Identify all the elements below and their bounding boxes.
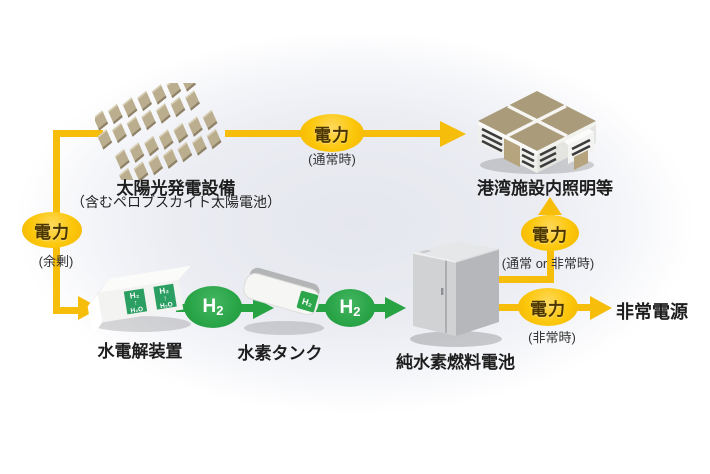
line-fuelcell-to-emergency: [488, 304, 533, 311]
hydrogen-tank-icon: H₂: [243, 267, 324, 335]
electrolyzer-label: 水電解装置: [97, 342, 183, 361]
electrolyzer-panel-h2: H₂: [129, 290, 140, 300]
building-label: 港湾施設内照明等: [477, 179, 613, 198]
fuelcell-label: 純水素燃料電池: [396, 353, 515, 372]
h2-label: H2: [339, 297, 361, 319]
arrowhead-up-to-building-icon: [538, 197, 562, 215]
h2-oval-electrolyzer-to-tank: H2: [184, 286, 242, 328]
power-oval-to-building-label: 電力: [532, 225, 568, 245]
solar-sublabel: （含むペロブスカイト太陽電池）: [71, 194, 281, 210]
tank-label: 水素タンク: [237, 344, 323, 363]
line-after-emergency-oval: [574, 304, 591, 311]
note-emergency-time: (非常時): [528, 330, 576, 345]
power-oval-to-building: 電力: [521, 215, 579, 251]
arrowhead-into-building-icon: [440, 121, 466, 147]
h2-oval-tank-to-fuelcell: H2: [325, 289, 375, 327]
electrolyzer-panel-h2o: H₂O: [130, 306, 144, 315]
electrolyzer-panel2-h2o: H₂O: [160, 301, 174, 310]
line-left-bottom: [53, 307, 79, 314]
note-normal-time: (通常時): [308, 152, 356, 167]
note-normal-or-emergency: (通常 or 非常時): [501, 256, 595, 271]
electrolyzer-icon: H₂ ↑ H₂O H₂ ↑ H₂O: [87, 265, 191, 337]
line-solar-to-left: [53, 130, 103, 137]
h2-label: H2: [202, 296, 224, 318]
arrowhead-into-fuelcell-icon: [385, 297, 406, 319]
electrolyzer-panel-arrow-icon: ↑: [134, 300, 139, 307]
solar-label: 太陽光発電設備: [116, 179, 236, 198]
electrolyzer-panel2-arrow-icon: ↑: [163, 295, 168, 302]
power-oval-emergency: 電力: [518, 288, 578, 326]
power-oval-normal: 電力: [300, 114, 364, 152]
arrowhead-into-emergency-icon: [590, 296, 612, 320]
emergency-power-label: 非常電源: [616, 302, 688, 322]
power-oval-emergency-label: 電力: [530, 299, 566, 319]
line-fuelcell-right: [488, 276, 554, 283]
fuel-cell-icon: [410, 241, 502, 347]
power-oval-normal-label: 電力: [314, 125, 350, 145]
power-oval-surplus: 電力: [22, 212, 82, 248]
tank-h2-badge: H₂: [301, 296, 314, 309]
note-surplus: (余剰): [38, 254, 74, 269]
power-oval-surplus-label: 電力: [34, 222, 70, 242]
electrolyzer-panel2-h2: H₂: [159, 286, 170, 296]
solar-panels-icon: [95, 83, 223, 180]
port-building-icon: [478, 91, 596, 174]
